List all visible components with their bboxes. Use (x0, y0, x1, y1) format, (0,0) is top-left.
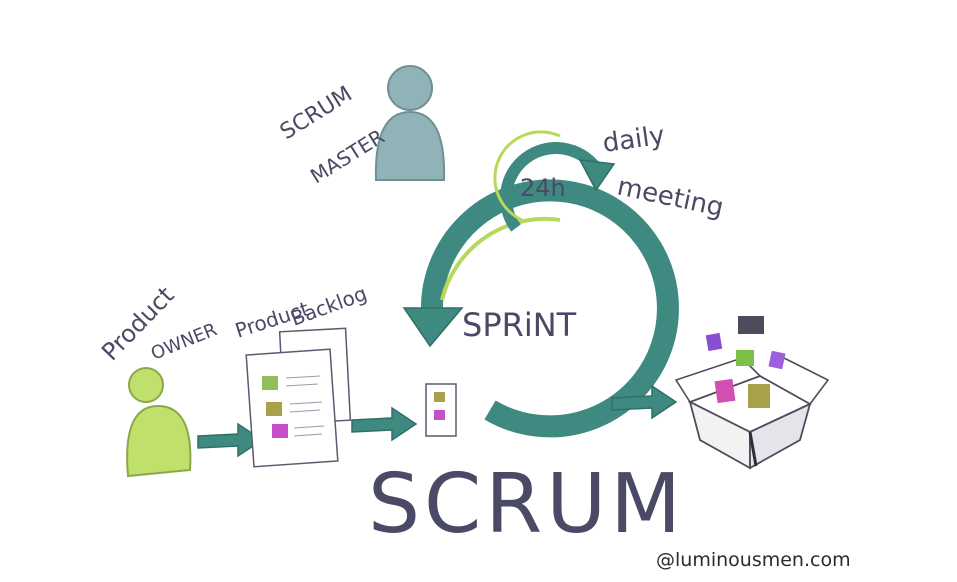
product-owner-label-line2: OWNER (148, 319, 220, 364)
sprint-backlog-card (425, 383, 457, 437)
product-backlog-stack (245, 327, 352, 468)
arrow-backlog-to-sprint (351, 406, 418, 442)
credit-label: @luminousmen.com (656, 549, 851, 571)
product-backlog-label-line2: Backlog (288, 281, 370, 331)
scrum-master-label-line1: SCRUM (276, 82, 357, 145)
arrow-owner-to-backlog (197, 422, 264, 458)
cycle-24h-label: 24h (520, 174, 566, 202)
product-owner-figure (126, 367, 192, 478)
sprint-cycle (402, 179, 679, 438)
daily-cycle (493, 130, 616, 232)
sprint-label: SPRiNT (462, 306, 577, 344)
increment-box (674, 316, 830, 470)
scrum-master-figure (374, 65, 446, 181)
daily-label: daily (601, 121, 667, 159)
arrow-sprint-to-increment (611, 384, 678, 420)
scrum-title: SCRUM (368, 457, 685, 552)
